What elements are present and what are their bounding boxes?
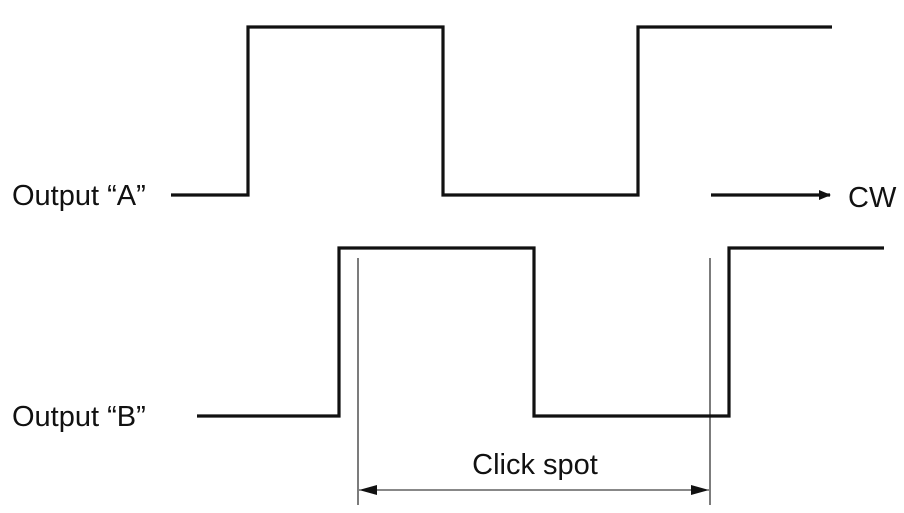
output-b-label: Output “B”	[12, 401, 146, 433]
cw-label: CW	[848, 182, 897, 214]
output-a-label: Output “A”	[12, 180, 146, 212]
output-a-waveform	[171, 25, 832, 197]
output-b-waveform	[197, 246, 884, 418]
click-spot-label: Click spot	[472, 449, 598, 481]
